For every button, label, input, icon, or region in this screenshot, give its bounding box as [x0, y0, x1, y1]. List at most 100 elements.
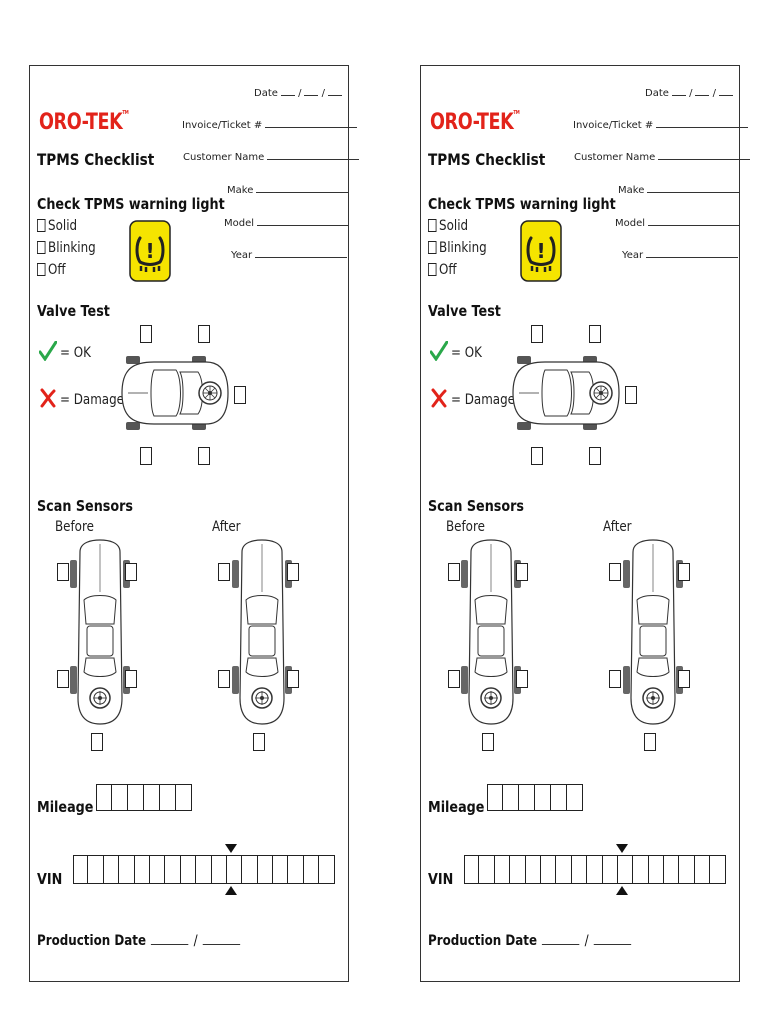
production-date-field[interactable]: Production Date/ — [428, 932, 636, 949]
vin-cell[interactable] — [180, 855, 197, 884]
customer-name-field[interactable]: Customer Name — [183, 149, 360, 163]
vin-cell[interactable] — [288, 855, 304, 884]
mileage-cell[interactable] — [535, 784, 551, 811]
year-field[interactable]: Year — [622, 247, 739, 261]
before-box-front-right[interactable] — [125, 563, 137, 581]
valve-box-rear-left[interactable] — [140, 447, 152, 465]
mileage-cell[interactable] — [503, 784, 519, 811]
mileage-cell[interactable] — [176, 784, 192, 811]
vin-cell[interactable] — [633, 855, 649, 884]
after-box-rear-right[interactable] — [678, 670, 690, 688]
vin-cell[interactable] — [510, 855, 526, 884]
vin-cell[interactable] — [242, 855, 258, 884]
mileage-cell[interactable] — [519, 784, 535, 811]
vin-cell[interactable] — [226, 855, 243, 884]
vin-cell[interactable] — [648, 855, 665, 884]
checkbox[interactable] — [37, 219, 46, 232]
mileage-cell[interactable] — [96, 784, 112, 811]
valve-box-spare[interactable] — [625, 386, 637, 404]
vin-cell[interactable] — [694, 855, 711, 884]
make-field[interactable]: Make — [618, 182, 740, 196]
vin-cell[interactable] — [587, 855, 603, 884]
vin-cell[interactable] — [571, 855, 588, 884]
vin-cell[interactable] — [602, 855, 618, 884]
year-field[interactable]: Year — [231, 247, 348, 261]
mileage-cell[interactable] — [144, 784, 160, 811]
date-field[interactable]: Date / / — [645, 85, 734, 99]
model-field[interactable]: Model — [615, 215, 741, 229]
after-box-spare[interactable] — [644, 733, 656, 751]
before-box-front-right[interactable] — [516, 563, 528, 581]
vin-cell[interactable] — [165, 855, 181, 884]
valve-box-front-left[interactable] — [140, 325, 152, 343]
vin-input-grid[interactable] — [464, 855, 726, 884]
model-field[interactable]: Model — [224, 215, 350, 229]
invoice-field[interactable]: Invoice/Ticket # — [573, 117, 749, 131]
vin-cell[interactable] — [273, 855, 289, 884]
vin-cell[interactable] — [88, 855, 104, 884]
before-box-rear-right[interactable] — [125, 670, 137, 688]
checkbox[interactable] — [428, 263, 437, 276]
before-box-spare[interactable] — [91, 733, 103, 751]
vin-cell[interactable] — [319, 855, 335, 884]
vin-cell[interactable] — [540, 855, 557, 884]
mileage-input-grid[interactable] — [96, 784, 192, 811]
before-box-rear-right[interactable] — [516, 670, 528, 688]
vin-cell[interactable] — [464, 855, 480, 884]
checkbox[interactable] — [37, 241, 46, 254]
before-box-front-left[interactable] — [57, 563, 69, 581]
vin-cell[interactable] — [494, 855, 511, 884]
option-solid[interactable]: Solid — [37, 218, 77, 234]
vin-cell[interactable] — [119, 855, 135, 884]
mileage-cell[interactable] — [487, 784, 503, 811]
option-blinking[interactable]: Blinking — [428, 240, 487, 256]
mileage-cell[interactable] — [160, 784, 176, 811]
after-box-rear-right[interactable] — [287, 670, 299, 688]
valve-box-rear-left[interactable] — [531, 447, 543, 465]
mileage-cell[interactable] — [112, 784, 128, 811]
after-box-rear-left[interactable] — [609, 670, 621, 688]
vin-cell[interactable] — [664, 855, 680, 884]
vin-cell[interactable] — [196, 855, 212, 884]
vin-input-grid[interactable] — [73, 855, 335, 884]
checkbox[interactable] — [428, 219, 437, 232]
before-box-front-left[interactable] — [448, 563, 460, 581]
valve-box-front-right[interactable] — [198, 325, 210, 343]
vin-cell[interactable] — [73, 855, 89, 884]
vin-cell[interactable] — [525, 855, 541, 884]
after-box-front-right[interactable] — [678, 563, 690, 581]
checkbox[interactable] — [428, 241, 437, 254]
vin-cell[interactable] — [303, 855, 320, 884]
before-box-spare[interactable] — [482, 733, 494, 751]
vin-cell[interactable] — [617, 855, 634, 884]
vin-cell[interactable] — [679, 855, 695, 884]
vin-cell[interactable] — [103, 855, 120, 884]
valve-box-front-left[interactable] — [531, 325, 543, 343]
option-off[interactable]: Off — [428, 262, 457, 278]
mileage-cell[interactable] — [567, 784, 583, 811]
after-box-front-right[interactable] — [287, 563, 299, 581]
vin-cell[interactable] — [710, 855, 726, 884]
vin-cell[interactable] — [257, 855, 274, 884]
after-box-front-left[interactable] — [609, 563, 621, 581]
mileage-cell[interactable] — [551, 784, 567, 811]
mileage-input-grid[interactable] — [487, 784, 583, 811]
option-off[interactable]: Off — [37, 262, 66, 278]
make-field[interactable]: Make — [227, 182, 349, 196]
valve-box-spare[interactable] — [234, 386, 246, 404]
vin-cell[interactable] — [556, 855, 572, 884]
vin-cell[interactable] — [479, 855, 495, 884]
before-box-rear-left[interactable] — [57, 670, 69, 688]
after-box-rear-left[interactable] — [218, 670, 230, 688]
valve-box-rear-right[interactable] — [198, 447, 210, 465]
valve-box-rear-right[interactable] — [589, 447, 601, 465]
vin-cell[interactable] — [149, 855, 166, 884]
option-blinking[interactable]: Blinking — [37, 240, 96, 256]
before-box-rear-left[interactable] — [448, 670, 460, 688]
after-box-front-left[interactable] — [218, 563, 230, 581]
production-date-field[interactable]: Production Date/ — [37, 932, 245, 949]
date-field[interactable]: Date / / — [254, 85, 343, 99]
vin-cell[interactable] — [134, 855, 150, 884]
customer-name-field[interactable]: Customer Name — [574, 149, 751, 163]
mileage-cell[interactable] — [128, 784, 144, 811]
